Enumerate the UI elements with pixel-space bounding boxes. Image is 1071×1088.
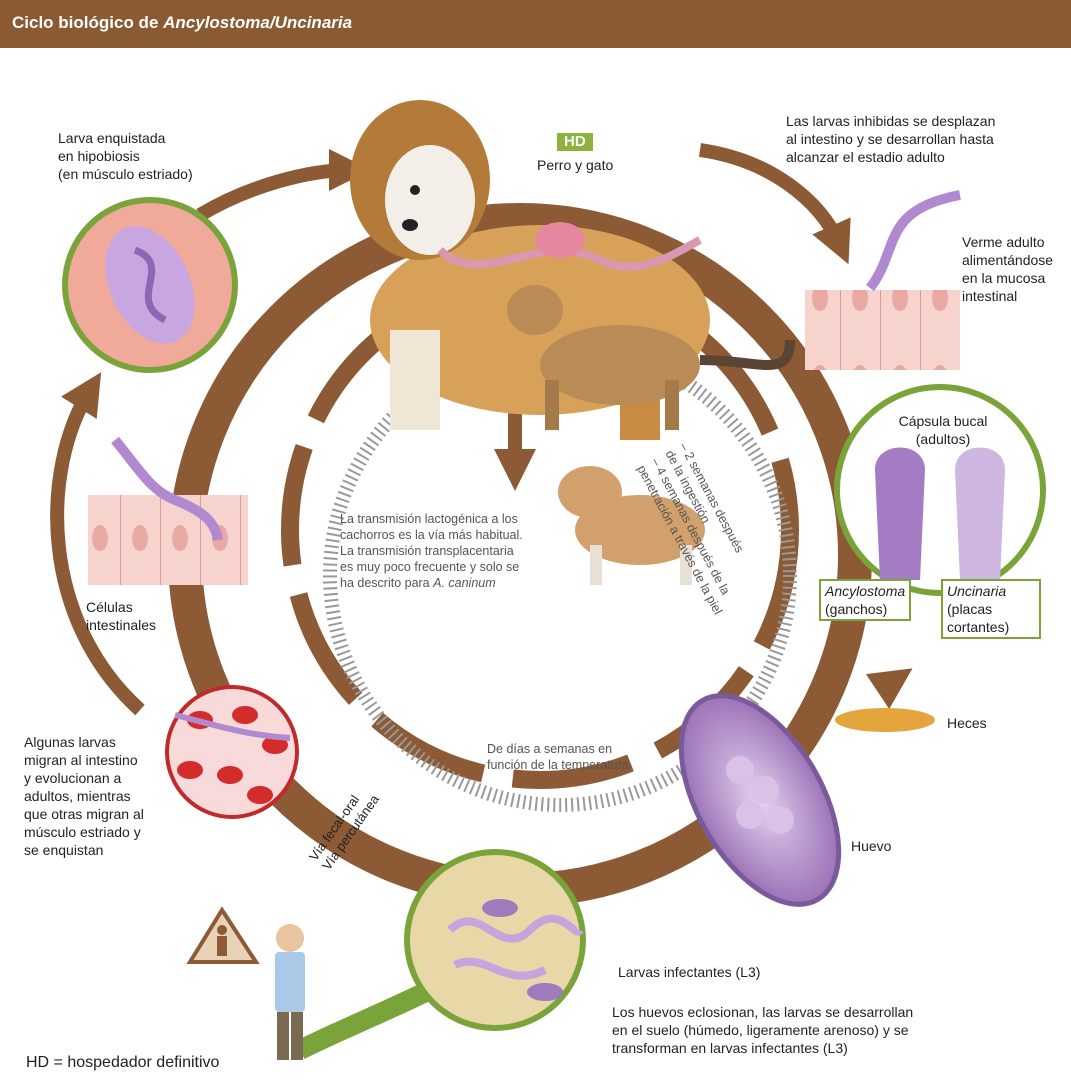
infective-larvae-label: Larvas infectantes (L3) bbox=[618, 963, 760, 981]
hd-badge: HD bbox=[557, 133, 593, 151]
legend: HD = hospedador definitivo bbox=[26, 1054, 219, 1072]
hatching-label: Los huevos eclosionan, las larvas se des… bbox=[612, 1003, 972, 1057]
host-label: Perro y gato bbox=[537, 156, 613, 174]
feces-pile bbox=[835, 708, 935, 732]
human-figure bbox=[275, 924, 305, 1060]
feces-label: Heces bbox=[947, 714, 987, 732]
to-feces-arrow bbox=[880, 680, 895, 690]
header-bar: Ciclo biológico de Ancylostoma/Uncinaria bbox=[0, 0, 1071, 48]
intestinal-cells-left bbox=[88, 440, 248, 585]
diagram-title: Ciclo biológico de Ancylostoma/Uncinaria bbox=[12, 13, 352, 33]
egg-illustration bbox=[649, 669, 871, 930]
buccal-capsule-label: Cápsula bucal(adultos) bbox=[888, 412, 998, 448]
encysted-larva-circle bbox=[65, 200, 235, 370]
human-route bbox=[300, 985, 440, 1050]
soil-larvae-circle bbox=[407, 852, 583, 1028]
egg-label: Huevo bbox=[851, 837, 891, 855]
blood-circle bbox=[167, 687, 297, 817]
ancylostoma-box: Ancylostoma(ganchos) bbox=[819, 579, 911, 621]
human-warning-icon bbox=[190, 910, 256, 962]
